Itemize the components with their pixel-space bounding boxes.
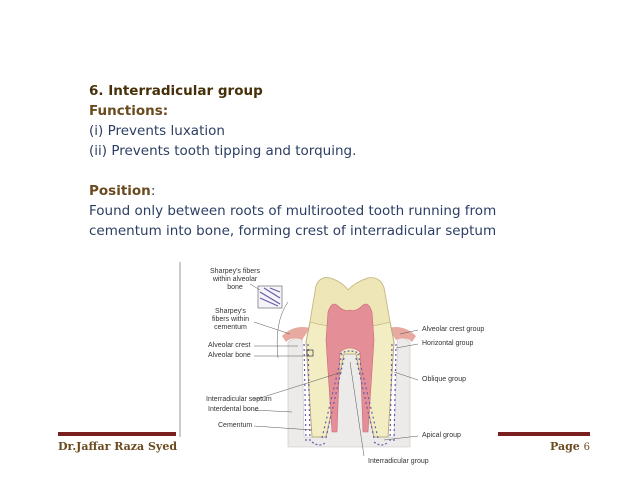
position-label: Position (89, 183, 151, 199)
label-line: Sharpey's fibers (210, 268, 260, 275)
position-heading: Position: (89, 181, 609, 201)
position-text: cementum into bone, forming crest of int… (89, 223, 497, 239)
footer-rule-left (58, 432, 176, 436)
functions-label: Functions: (89, 103, 169, 119)
label-alveolar-bone: Alveolar bone (208, 352, 251, 359)
content-text: 6. Interradicular group Functions: (i) P… (89, 81, 609, 241)
label-line: cementum (214, 324, 247, 331)
label-alveolar-crest-group: Alveolar crest group (422, 326, 485, 333)
label-sharpeys-bone: Sharpey's fibers within alveolar bone (210, 268, 260, 292)
tooth-illustration (179, 262, 419, 457)
label-horizontal-group: Horizontal group (422, 340, 474, 347)
page-number: 6 (583, 442, 590, 453)
label-alveolar-crest: Alveolar crest (208, 342, 251, 349)
leader-lines (249, 283, 419, 457)
gingiva-right (388, 327, 416, 342)
pdl-fibers (303, 343, 397, 446)
label-interradicular-group: Interradicular group (368, 458, 429, 465)
position-colon: : (150, 183, 156, 199)
label-line: bone (227, 284, 243, 291)
label-interradicular-septum: Interradicular septum (206, 396, 272, 403)
section-title: 6. Interradicular group (89, 83, 263, 99)
tooth-diagram: Sharpey's fibers within alveolar bone Sh… (170, 262, 500, 472)
label-oblique-group: Oblique group (422, 376, 466, 383)
page-label: Page (549, 440, 580, 453)
function-item: (ii) Prevents tooth tipping and torquing… (89, 143, 357, 159)
position-text: Found only between roots of multirooted … (89, 203, 497, 219)
gingiva-left (282, 327, 310, 342)
footer-author: Dr.Jaffar Raza Syed (58, 440, 178, 453)
footer-rule-right (498, 432, 590, 436)
label-cementum: Cementum (218, 422, 253, 429)
label-sharpeys-cementum: Sharpey's fibers within cementum (212, 308, 249, 332)
pulp (325, 303, 375, 433)
label-line: Sharpey's (215, 308, 246, 315)
function-item: (i) Prevents luxation (89, 123, 225, 139)
label-apical-group: Apical group (422, 432, 461, 439)
label-line: within alveolar (212, 276, 258, 283)
inset-marker (306, 349, 314, 357)
footer-page: Page 6 (550, 440, 590, 453)
label-line: fibers within (212, 316, 249, 323)
inset-box (257, 285, 283, 309)
inset-fibers (259, 287, 281, 307)
spacer (89, 161, 609, 181)
label-interdental-bone: Interdental bone (208, 406, 259, 413)
